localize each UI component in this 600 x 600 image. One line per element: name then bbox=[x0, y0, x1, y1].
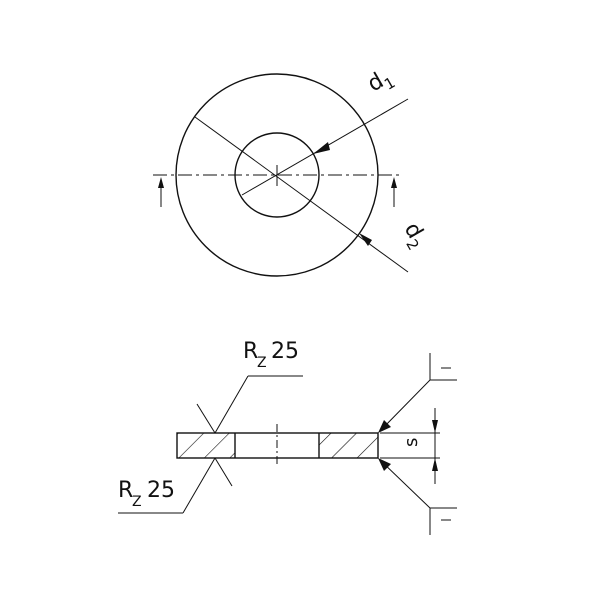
thickness-arrow-top bbox=[432, 420, 438, 433]
section-arrow-right bbox=[391, 177, 397, 207]
view-arrow-top-line bbox=[379, 379, 431, 432]
svg-text:R: R bbox=[118, 478, 133, 503]
d1-arrowhead bbox=[313, 142, 330, 154]
roughness-top-tick bbox=[196, 403, 216, 434]
section-arrow-left bbox=[158, 177, 164, 207]
d2-dimension-line bbox=[194, 116, 409, 273]
roughness-top-label: R Z 25 bbox=[243, 339, 299, 371]
hatch-left bbox=[177, 433, 235, 458]
svg-text:R: R bbox=[243, 339, 258, 364]
roughness-top-leader bbox=[214, 375, 249, 434]
svg-text:s: s bbox=[401, 438, 422, 447]
roughness-bottom-label: R Z 25 bbox=[118, 478, 175, 510]
view-arrow-bottom-head bbox=[378, 458, 391, 471]
top-view bbox=[153, 73, 409, 277]
view-arrow-bottom-line bbox=[379, 459, 431, 509]
section-view bbox=[118, 353, 457, 535]
d2-arrowhead bbox=[359, 233, 372, 246]
svg-text:25: 25 bbox=[271, 339, 299, 364]
svg-text:25: 25 bbox=[147, 478, 175, 503]
svg-text:Z: Z bbox=[132, 494, 142, 510]
d2-label: d 2 bbox=[399, 219, 428, 254]
thickness-label: s bbox=[401, 438, 422, 447]
roughness-bottom-tick bbox=[214, 457, 233, 487]
view-arrow-top-head bbox=[378, 420, 391, 433]
hatch-right bbox=[319, 433, 378, 458]
svg-text:Z: Z bbox=[257, 355, 267, 371]
roughness-bottom-leader bbox=[182, 457, 216, 514]
thickness-arrow-bottom bbox=[432, 458, 438, 471]
d1-label: d 1 bbox=[364, 69, 399, 98]
